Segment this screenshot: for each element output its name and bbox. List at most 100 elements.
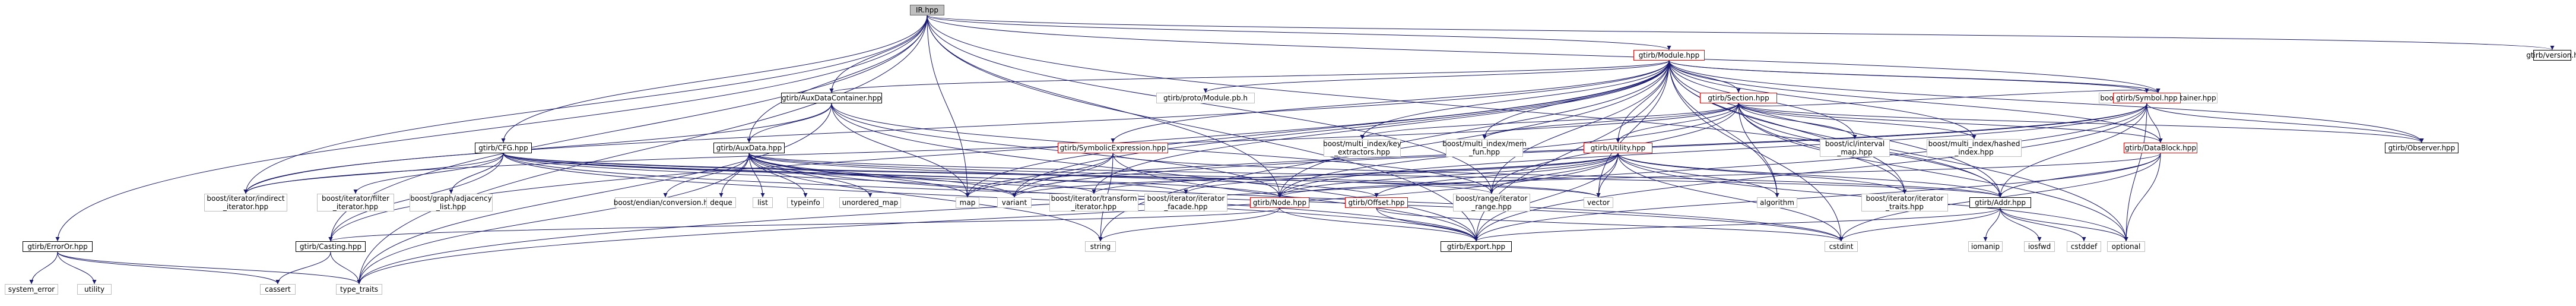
node-auxdata[interactable]: gtirb/AuxData.hpp — [713, 143, 785, 153]
node-string: string — [1085, 241, 1116, 252]
edge-auxdata-to-unordered_map — [748, 153, 873, 198]
edge-module-to-addr — [1668, 60, 2003, 198]
edge-utility-to-range — [1489, 153, 1619, 194]
edge-addr-to-export — [1474, 207, 2001, 242]
edge-symbol-to-addr — [1998, 103, 2147, 198]
node-export[interactable]: gtirb/Export.hpp — [1441, 241, 1512, 252]
node-endian: boost/endian/conversion.hpp — [613, 197, 718, 208]
node-version[interactable]: gtirb/version.h — [2526, 50, 2576, 61]
node-algorithm: algorithm — [1757, 197, 1797, 208]
edge-symbol-to-node — [1277, 103, 2147, 198]
edge-auxcontainer-to-indirect — [243, 103, 832, 194]
edge-ir-to-range — [927, 15, 1494, 194]
node-section[interactable]: gtirb/Section.hpp — [1700, 93, 1777, 103]
edge-cfg-to-range — [503, 153, 1494, 194]
edge-utility-to-variant — [1012, 153, 1619, 198]
edge-section-to-optional — [1738, 103, 2128, 242]
edge-casting-to-cassert — [275, 251, 331, 285]
node-node[interactable]: gtirb/Node.hpp — [1250, 197, 1309, 208]
node-utility[interactable]: gtirb/Utility.hpp — [1584, 143, 1652, 153]
edge-ir-to-version — [927, 15, 2554, 51]
edge-addr-to-iomanip — [1983, 207, 2001, 242]
edge-section-to-datablock — [1738, 103, 2163, 143]
node-addr[interactable]: gtirb/Addr.hpp — [1969, 197, 2031, 208]
node-cfg[interactable]: gtirb/CFG.hpp — [475, 143, 532, 153]
edge-node-to-casting — [328, 207, 1280, 242]
edge-addr-to-cstdint — [1839, 207, 2001, 242]
node-optional: optional — [2107, 241, 2145, 252]
node-filter: boost/iterator/filter _iterator.hpp — [317, 194, 394, 212]
edge-auxdata-to-type_traits — [357, 153, 750, 285]
edge-auxdata-to-vector — [748, 153, 1601, 198]
node-iosfwd: iosfwd — [2024, 241, 2055, 252]
node-list: list — [753, 197, 773, 208]
edge-ir-to-module — [927, 15, 1671, 51]
edge-ir-to-map — [927, 15, 970, 198]
node-utility-std: utility — [77, 284, 112, 295]
node-type-traits: type_traits — [336, 284, 382, 295]
node-cstddef: cstddef — [2067, 241, 2101, 252]
edge-module-to-vector — [1596, 60, 1670, 198]
node-symbol[interactable]: gtirb/Symbol.hpp — [2113, 93, 2181, 103]
edge-erroror-to-cassert — [57, 251, 280, 285]
node-typeinfo: typeinfo — [787, 197, 824, 208]
edge-erroror-to-system_error — [29, 251, 58, 285]
edge-symexpr-to-variant — [1012, 153, 1113, 198]
edge-ir-to-indirect — [243, 15, 928, 194]
edge-module-to-symbol — [1668, 60, 2149, 93]
edge-cfg-to-export — [503, 153, 1479, 242]
edge-node-to-string — [1098, 207, 1280, 242]
node-datablock[interactable]: gtirb/DataBlock.hpp — [2124, 143, 2197, 153]
edge-ir-to-cfg — [501, 15, 928, 143]
node-map: map — [956, 197, 979, 208]
edge-utility-to-algorithm — [1617, 153, 1779, 198]
node-symexpr[interactable]: gtirb/SymbolicExpression.hpp — [1058, 143, 1168, 153]
edge-auxcontainer-to-auxdata — [747, 103, 832, 143]
edge-module-to-node — [1277, 60, 1670, 198]
edge-symbol-to-map — [965, 103, 2147, 198]
node-module[interactable]: gtirb/Module.hpp — [1633, 50, 1705, 61]
edge-module-to-variant — [1012, 60, 1670, 198]
node-mi-hashed: boost/multi_index/hashed _index.hpp — [1927, 139, 2022, 157]
edge-module-to-traits — [1668, 60, 1907, 194]
edge-auxdata-to-list — [748, 153, 765, 198]
edge-ir-to-export — [927, 15, 1479, 242]
edge-module-to-transform — [1092, 60, 1670, 194]
edge-addr-to-optional — [2000, 207, 2128, 242]
node-casting[interactable]: gtirb/Casting.hpp — [296, 241, 366, 252]
edge-datablock-to-optional — [2124, 153, 2161, 242]
edge-module-to-utility — [1616, 60, 1670, 143]
edge-symbol-to-datablock — [2146, 103, 2163, 143]
edge-module-to-symexpr — [1111, 60, 1670, 143]
edge-casting-to-type_traits — [330, 251, 361, 285]
node-vector: vector — [1584, 197, 1613, 208]
node-system-error: system_error — [5, 284, 58, 295]
edge-module-to-protomodule — [1203, 60, 1670, 93]
edge-erroror-to-utility_std — [57, 251, 97, 285]
edge-module-to-cstdint — [1668, 60, 1844, 242]
node-icl: boost/icl/interval _map.hpp — [1820, 139, 1890, 157]
node-observer[interactable]: gtirb/Observer.hpp — [2385, 143, 2458, 153]
node-auxcontainer[interactable]: gtirb/AuxDataContainer.hpp — [781, 93, 882, 103]
edge-datablock-to-node — [1277, 153, 2161, 198]
edge-section-to-indirect — [243, 103, 1739, 194]
node-iomanip: iomanip — [1968, 241, 2003, 252]
edge-cfg-to-indirect — [243, 153, 504, 194]
edge-section-to-mi_container — [1738, 88, 2161, 106]
edge-cfg-to-filter — [353, 153, 504, 194]
edge-module-to-datablock — [1668, 60, 2163, 143]
edge-module-to-mi_hashed — [1668, 60, 1977, 140]
node-erroror[interactable]: gtirb/ErrorOr.hpp — [23, 241, 93, 252]
node-ir: IR.hpp — [910, 5, 944, 15]
edge-offset-to-cstdint — [1376, 207, 1844, 242]
node-indirect: boost/iterator/indirect _iterator.hpp — [204, 194, 287, 212]
edge-offset-to-export — [1376, 207, 1479, 242]
edge-utility-to-cstdint — [1617, 153, 1844, 242]
node-cstdint: cstdint — [1825, 241, 1858, 252]
edge-node-to-export — [1279, 207, 1479, 242]
node-mi-memfun: boost/multi_index/mem _fun.hpp — [1442, 139, 1527, 157]
node-offset[interactable]: gtirb/Offset.hpp — [1345, 197, 1408, 208]
edge-auxcontainer-to-map — [831, 103, 970, 198]
